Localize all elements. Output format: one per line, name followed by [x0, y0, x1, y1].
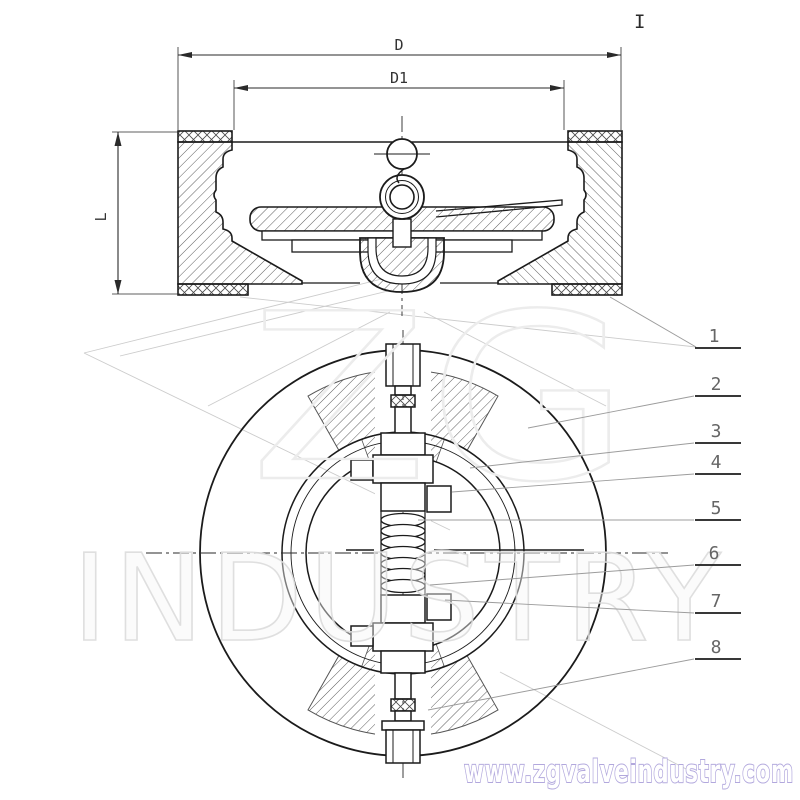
- callout-8: 8: [711, 637, 722, 658]
- section-view: [177, 116, 623, 316]
- website-watermark[interactable]: www.zgvalveindustry.com: [463, 753, 794, 791]
- callout-3: 3: [711, 421, 722, 442]
- callout-5: 5: [711, 498, 722, 519]
- hinge-stem: [392, 218, 412, 248]
- front-view: [146, 330, 668, 780]
- callout-2: 2: [711, 374, 722, 395]
- shaft-lower: [394, 672, 412, 700]
- bottom-plug-lip: [381, 720, 425, 731]
- section-mark: I: [634, 11, 645, 33]
- dimension-L: [112, 131, 180, 295]
- dimension-D: [177, 47, 622, 130]
- arrow-left: [234, 85, 248, 91]
- hinge-pin: [389, 184, 415, 210]
- bottom-neck: [394, 710, 412, 722]
- watermark-industry: INDUSTRY: [72, 530, 727, 669]
- stop-pin-right-upper: [426, 485, 452, 513]
- body-wall: [177, 141, 303, 285]
- hinge-shaft-stack: [350, 343, 452, 764]
- arrow-right: [550, 85, 564, 91]
- bottom-bearing: [390, 698, 416, 712]
- body-left-half: [177, 130, 360, 296]
- stop-pin-left-lower: [350, 625, 374, 647]
- torsion-spring: [380, 512, 426, 594]
- callouts: 1 2 3 4 5 6 7 8: [418, 296, 741, 711]
- dim-label-D: D: [394, 36, 403, 54]
- callout-bars: [695, 347, 741, 660]
- arrow-left: [178, 52, 192, 58]
- hinge-boss-mid: [385, 180, 419, 214]
- gasket-face-top: [177, 130, 233, 143]
- dim-label-D1: D1: [390, 69, 408, 87]
- hinge-cup: [359, 237, 445, 293]
- stop-pin-right-lower: [426, 593, 452, 621]
- arrow-top: [114, 132, 122, 146]
- spring-seat-upper: [380, 482, 426, 512]
- callout-7: 7: [711, 591, 722, 612]
- arrow-bottom: [114, 280, 122, 294]
- callout-leaders: [418, 296, 697, 711]
- construction-lines: [83, 266, 697, 771]
- spring-seat-lower: [380, 594, 426, 624]
- gasket-face-bottom: [177, 283, 249, 296]
- dim-label-L: L: [92, 212, 110, 221]
- callout-6: 6: [709, 543, 720, 564]
- callout-4: 4: [711, 452, 722, 473]
- arrow-right: [607, 52, 621, 58]
- callout-1: 1: [709, 326, 720, 347]
- dimension-D1: [233, 80, 565, 130]
- bottom-plug: [385, 729, 421, 764]
- watermark-logo: ZG: [250, 266, 630, 533]
- hinge-assembly: [374, 138, 430, 248]
